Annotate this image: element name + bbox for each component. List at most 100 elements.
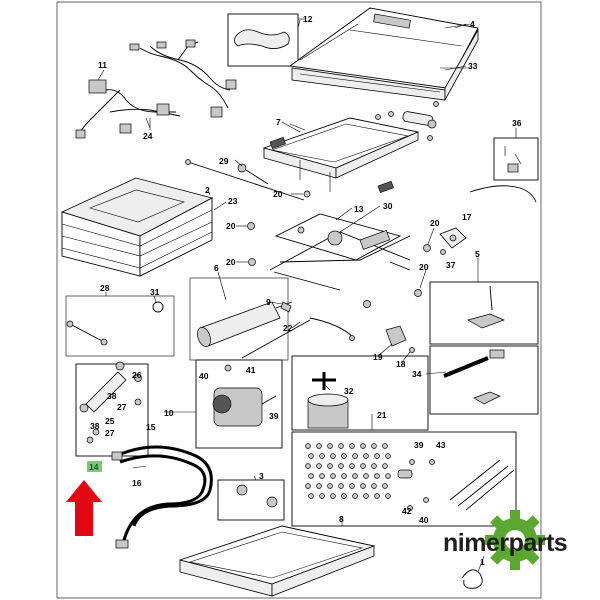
screw bbox=[352, 453, 358, 459]
screw bbox=[338, 443, 344, 449]
screw bbox=[338, 463, 344, 469]
callout-13: 13 bbox=[354, 204, 364, 214]
screw bbox=[371, 463, 377, 469]
part-34-box bbox=[429, 345, 539, 415]
part-19-valve bbox=[385, 325, 407, 347]
screw bbox=[385, 453, 391, 459]
callout-18: 18 bbox=[396, 359, 406, 369]
screw bbox=[327, 463, 333, 469]
callout-34: 34 bbox=[412, 369, 422, 379]
callout-20: 20 bbox=[419, 262, 429, 272]
screw bbox=[338, 483, 344, 489]
callout-25: 25 bbox=[105, 416, 115, 426]
part-31-clamp bbox=[152, 301, 164, 313]
callout-16: 16 bbox=[132, 478, 142, 488]
screw bbox=[349, 443, 355, 449]
screw bbox=[319, 453, 325, 459]
callout-5: 5 bbox=[475, 249, 480, 259]
screw bbox=[330, 493, 336, 499]
screw bbox=[305, 483, 311, 489]
screw bbox=[371, 443, 377, 449]
part-20-washers bbox=[247, 190, 431, 308]
screw bbox=[308, 473, 314, 479]
screw bbox=[341, 453, 347, 459]
screw bbox=[319, 473, 325, 479]
highlight-arrow-icon bbox=[66, 480, 102, 536]
callout-2: 2 bbox=[205, 185, 210, 195]
callout-42: 42 bbox=[402, 506, 412, 516]
callout-43: 43 bbox=[436, 440, 446, 450]
screw bbox=[382, 463, 388, 469]
callout-24: 24 bbox=[143, 131, 153, 141]
part-1-base-plate bbox=[178, 525, 483, 597]
screw bbox=[327, 443, 333, 449]
screw bbox=[352, 473, 358, 479]
callout-27: 27 bbox=[117, 402, 127, 412]
callout-41: 41 bbox=[246, 365, 256, 375]
screw bbox=[349, 483, 355, 489]
callout-9: 9 bbox=[266, 297, 271, 307]
screw bbox=[374, 493, 380, 499]
part-14-box bbox=[75, 361, 149, 457]
part-7-suspension-plate bbox=[262, 117, 420, 193]
callout-27: 27 bbox=[105, 428, 115, 438]
part-8-box bbox=[291, 431, 517, 527]
highlight-part-14: 14 bbox=[66, 461, 102, 536]
screw bbox=[330, 473, 336, 479]
screw bbox=[305, 463, 311, 469]
screw bbox=[363, 453, 369, 459]
gear-tooth bbox=[510, 558, 520, 570]
callout-39: 39 bbox=[269, 411, 279, 421]
callout-37: 37 bbox=[446, 260, 456, 270]
screw bbox=[363, 473, 369, 479]
callout-40: 40 bbox=[199, 371, 209, 381]
part-2-rod bbox=[187, 161, 305, 201]
screw bbox=[305, 443, 311, 449]
screw bbox=[341, 473, 347, 479]
screw bbox=[308, 453, 314, 459]
part-23-bellows bbox=[60, 177, 214, 277]
screw bbox=[308, 493, 314, 499]
callout-17: 17 bbox=[462, 212, 472, 222]
callout-6: 6 bbox=[214, 263, 219, 273]
callout-labels: 12 4 33 11 24 7 36 29 2 20 23 13 30 20 2… bbox=[90, 14, 522, 567]
screw bbox=[385, 493, 391, 499]
part-3-box bbox=[217, 479, 285, 521]
callout-20: 20 bbox=[430, 218, 440, 228]
callout-38: 38 bbox=[90, 421, 100, 431]
callout-7: 7 bbox=[276, 117, 281, 127]
brand-watermark: nimerparts bbox=[443, 529, 568, 557]
part-22-rods bbox=[241, 317, 355, 359]
callout-21: 21 bbox=[377, 410, 387, 420]
part-9-fitting bbox=[280, 301, 292, 313]
callout-14: 14 bbox=[89, 462, 99, 472]
callout-19: 19 bbox=[373, 352, 383, 362]
callout-20: 20 bbox=[226, 257, 236, 267]
callout-26: 26 bbox=[132, 370, 142, 380]
part-hardware-top bbox=[375, 101, 439, 141]
callout-38: 38 bbox=[107, 391, 117, 401]
part-10-box bbox=[195, 359, 283, 449]
screw bbox=[316, 483, 322, 489]
part-36-box bbox=[469, 137, 539, 203]
callout-20: 20 bbox=[226, 221, 236, 231]
callout-8: 8 bbox=[339, 514, 344, 524]
callout-3: 3 bbox=[259, 471, 264, 481]
callout-30: 30 bbox=[383, 201, 393, 211]
callout-31: 31 bbox=[150, 287, 160, 297]
screw bbox=[316, 463, 322, 469]
screw bbox=[382, 443, 388, 449]
part-17-bracket bbox=[439, 227, 467, 255]
callout-29: 29 bbox=[219, 156, 229, 166]
part-28-bolt bbox=[65, 295, 175, 357]
callout-4: 4 bbox=[470, 19, 475, 29]
callout-1: 1 bbox=[480, 557, 485, 567]
screw bbox=[341, 493, 347, 499]
screw bbox=[360, 443, 366, 449]
callout-36: 36 bbox=[512, 118, 522, 128]
callout-28: 28 bbox=[100, 283, 110, 293]
part-5-box bbox=[429, 281, 539, 345]
callout-20: 20 bbox=[273, 189, 283, 199]
screw bbox=[330, 453, 336, 459]
callout-22: 22 bbox=[283, 323, 293, 333]
